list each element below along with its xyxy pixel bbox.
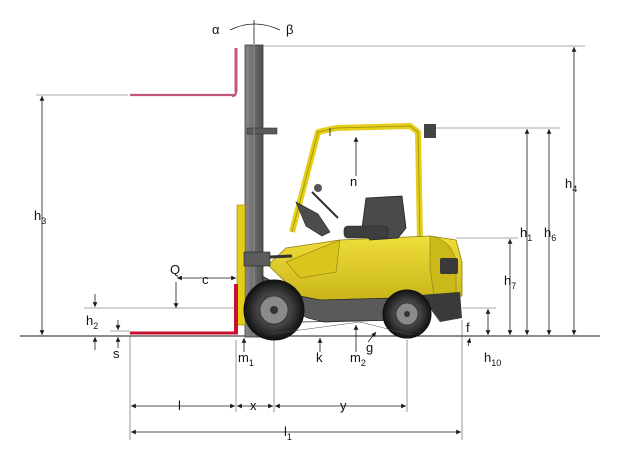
- rear-wheel: [382, 289, 432, 339]
- front-wheel: [243, 279, 305, 341]
- label-l1: l1: [284, 424, 292, 442]
- label-beta: β: [286, 22, 293, 37]
- label-m1: m1: [238, 350, 254, 368]
- label-f: f: [466, 320, 470, 335]
- tilt-arc: [229, 23, 281, 31]
- truck-body: [267, 235, 463, 322]
- operator-seat: [295, 184, 407, 241]
- raised-fork-top: [130, 48, 238, 98]
- label-h7: h7: [504, 273, 516, 291]
- label-m2: m2: [350, 350, 366, 368]
- label-h1: h1: [520, 225, 532, 243]
- label-g: g: [366, 340, 373, 355]
- clearance-line-left: [269, 321, 361, 335]
- label-h3: h3: [34, 208, 46, 226]
- label-y: y: [340, 398, 347, 413]
- label-l: l: [178, 398, 181, 413]
- label-q: Q: [170, 262, 180, 277]
- f-pointer: [466, 337, 472, 347]
- lowered-fork: [130, 284, 238, 335]
- g-pointer: [367, 331, 377, 343]
- label-h2: h2: [86, 313, 98, 331]
- label-c: c: [202, 272, 209, 287]
- clearance-line-right: [359, 321, 413, 336]
- tilt-cylinder: [243, 251, 293, 267]
- label-k: k: [316, 350, 323, 365]
- label-s: s: [113, 346, 120, 361]
- label-h6: h6: [544, 225, 556, 243]
- label-h4: h4: [565, 176, 577, 194]
- label-n: n: [350, 174, 357, 189]
- overhead-guard: [289, 123, 436, 241]
- label-x: x: [250, 398, 257, 413]
- label-h10: h10: [484, 350, 501, 368]
- label-alpha: α: [212, 22, 220, 37]
